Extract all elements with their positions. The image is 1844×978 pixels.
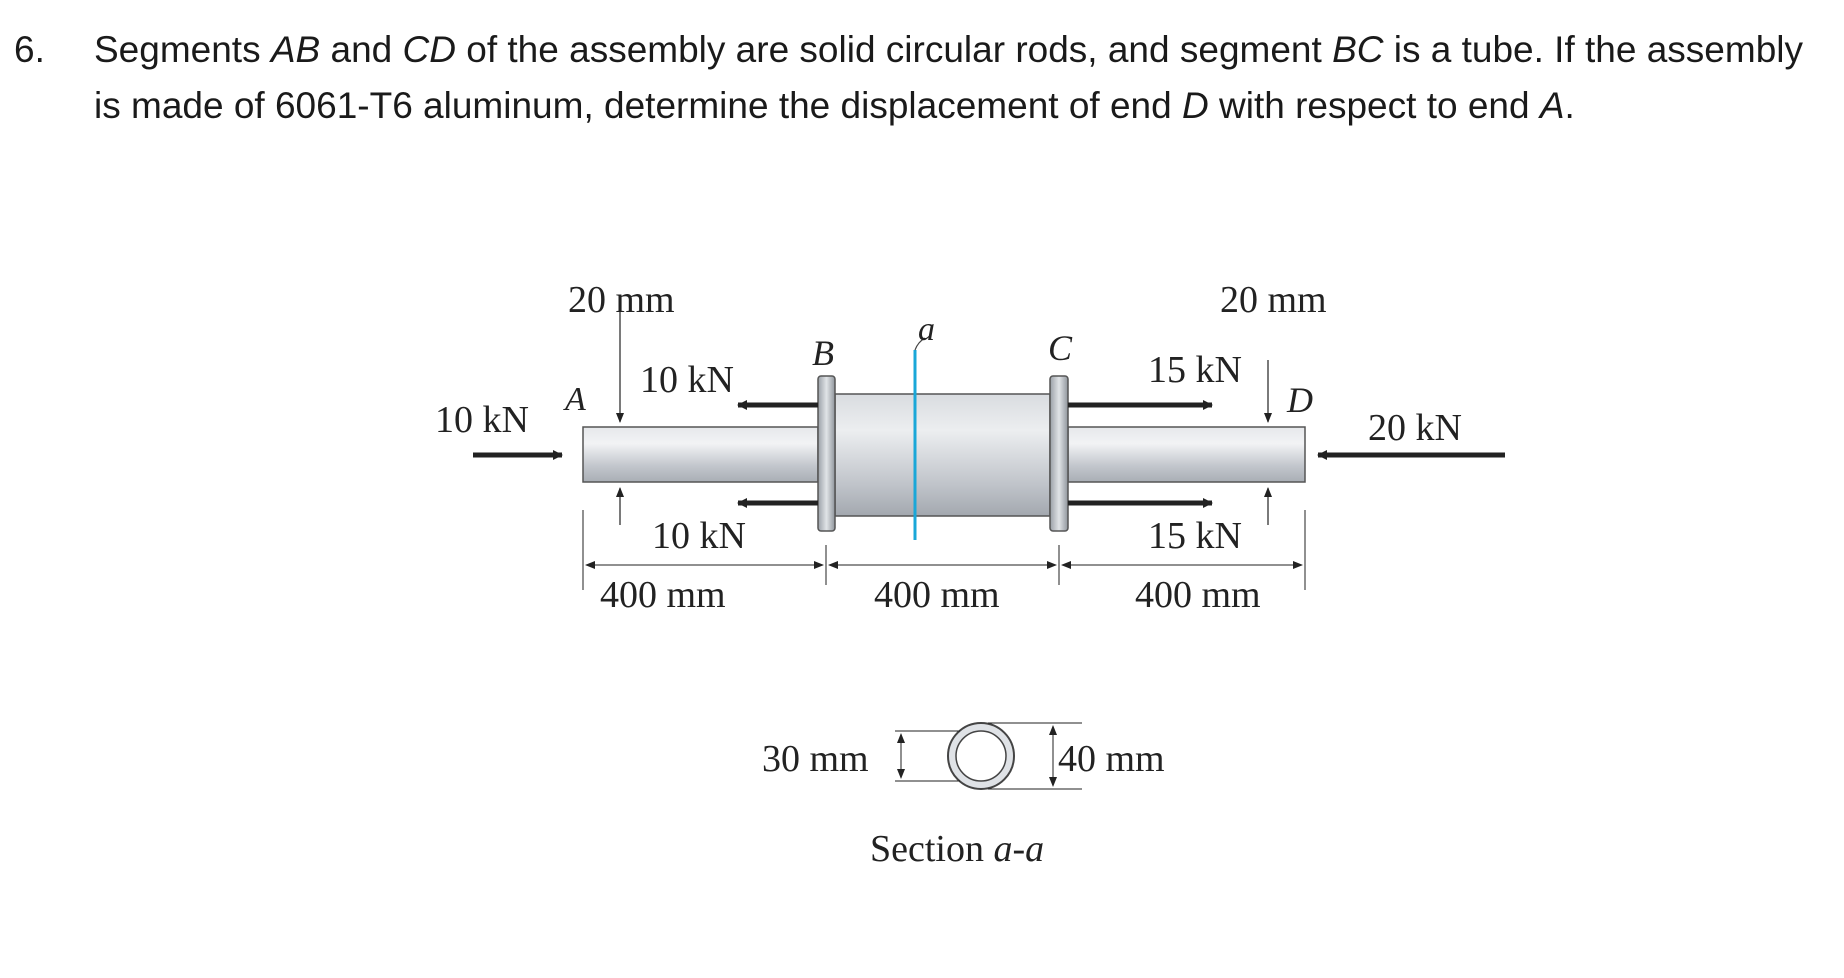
- problem-number: 6.: [14, 29, 45, 70]
- section-mark-label: a: [918, 311, 935, 348]
- force-label-b-bottom: 10 kN: [652, 515, 746, 557]
- section-caption-prefix: Section: [870, 828, 993, 870]
- force-label-right-end: 20 kN: [1368, 407, 1462, 449]
- rod-ab: [582, 426, 819, 483]
- dim-label-left-diameter: 20 mm: [568, 279, 675, 321]
- point-label-c: C: [1048, 328, 1073, 368]
- point-label-d: D: [1286, 380, 1313, 420]
- point-label-b: B: [812, 333, 834, 373]
- text-part: with respect to end: [1208, 85, 1540, 126]
- section-detail: 30 mm 40 mm Section a-a: [762, 722, 1165, 870]
- text-part: of the assembly are solid circular rods,…: [455, 29, 1333, 70]
- tube-section-inner: [955, 730, 1007, 782]
- segment-cd-label: CD: [402, 29, 456, 70]
- tube-bc: [834, 393, 1051, 517]
- rod-cd: [1067, 426, 1306, 483]
- end-d-label: D: [1181, 85, 1209, 126]
- force-label-c-top: 15 kN: [1148, 349, 1242, 391]
- section-mark-tick: [914, 337, 926, 351]
- point-label-a: A: [563, 381, 586, 418]
- end-a-label: A: [1539, 85, 1565, 126]
- dim-label-cd-length: 400 mm: [1135, 574, 1261, 616]
- text-part: Segments: [94, 29, 271, 70]
- dim-label-inner-diameter: 30 mm: [762, 738, 869, 780]
- flange-b: [817, 375, 836, 532]
- dim-label-ab-length: 400 mm: [600, 574, 726, 616]
- problem-text: Segments AB and CD of the assembly are s…: [94, 22, 1814, 134]
- section-caption-name: a-a: [993, 828, 1044, 870]
- flange-c: [1049, 375, 1069, 532]
- dim-label-bc-length: 400 mm: [874, 574, 1000, 616]
- segment-ab-label: AB: [270, 29, 321, 70]
- text-part: .: [1564, 85, 1575, 126]
- text-part: and: [320, 29, 403, 70]
- segment-bc-label: BC: [1332, 29, 1384, 70]
- dim-label-right-diameter: 20 mm: [1220, 279, 1327, 321]
- force-label-c-bottom: 15 kN: [1148, 515, 1242, 557]
- section-caption: Section a-a: [870, 828, 1044, 870]
- force-label-left-end: 10 kN: [435, 399, 529, 441]
- dim-label-outer-diameter: 40 mm: [1058, 738, 1165, 780]
- text-part: is a tube. If the assembly is made of 60…: [94, 29, 1804, 126]
- force-label-b-top: 10 kN: [640, 359, 734, 401]
